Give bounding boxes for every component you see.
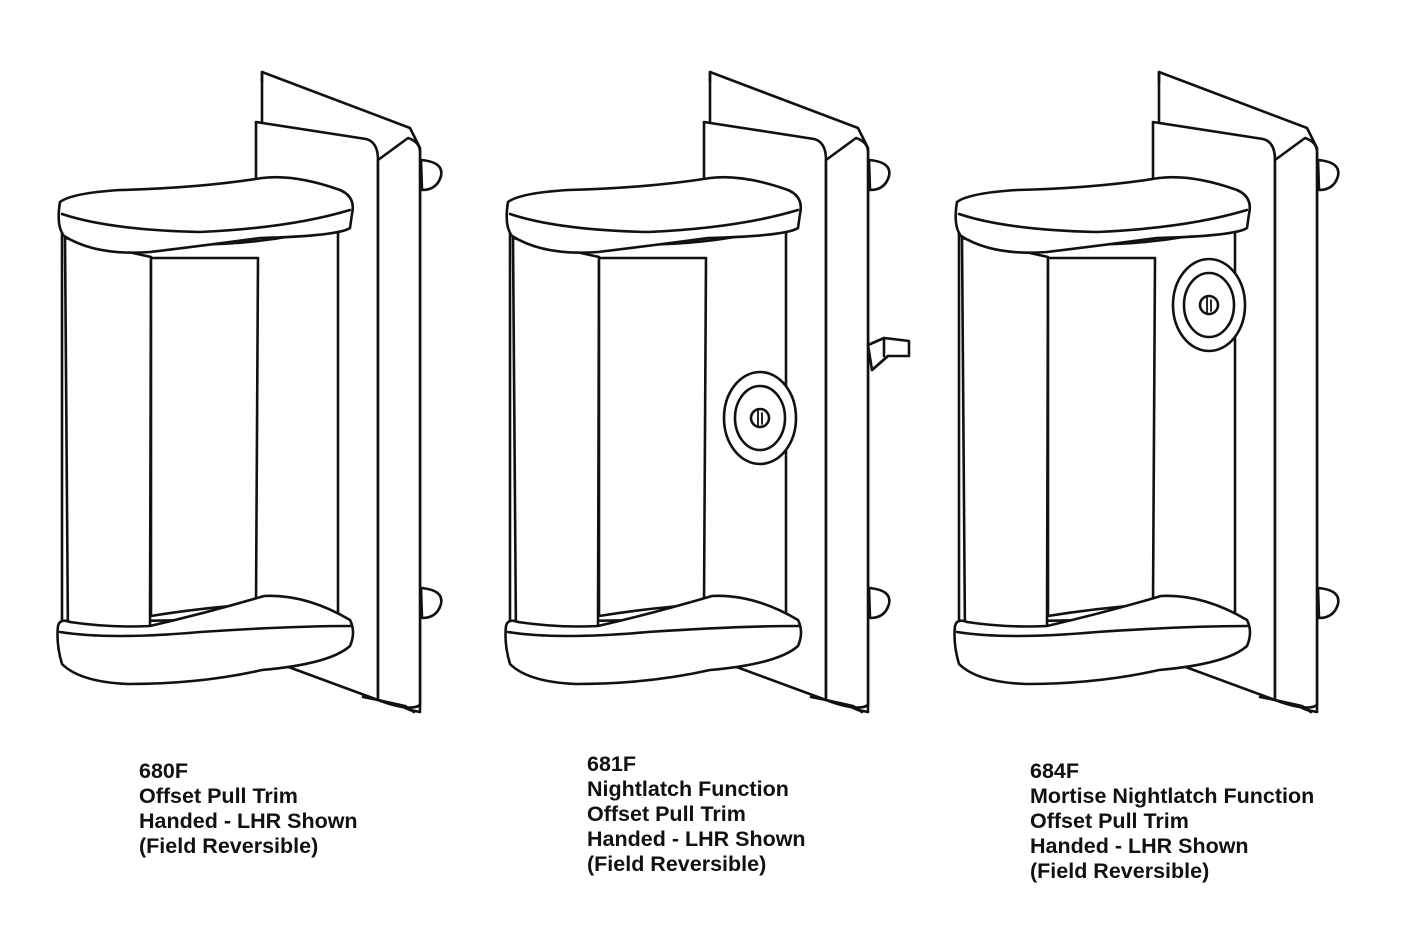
caption-line: Nightlatch Function	[587, 777, 789, 801]
trim-684f	[953, 70, 1340, 714]
caption-line: 680F	[139, 759, 189, 783]
lock-cylinder-upper	[1171, 257, 1247, 353]
caption-line: 684F	[1030, 759, 1080, 783]
latch-tab	[866, 336, 911, 372]
caption-line: Offset Pull Trim	[587, 802, 746, 826]
caption-line: (Field Reversible)	[587, 852, 767, 876]
caption-line: Offset Pull Trim	[139, 784, 298, 808]
caption-684f: 684F Mortise Nightlatch Function Offset …	[1030, 759, 1314, 884]
caption-680f: 680F Offset Pull Trim Handed - LHR Shown…	[139, 759, 358, 859]
caption-line: Handed - LHR Shown	[139, 809, 358, 833]
caption-681f: 681F Nightlatch Function Offset Pull Tri…	[587, 752, 806, 877]
caption-line: Offset Pull Trim	[1030, 809, 1189, 833]
caption-line: Handed - LHR Shown	[587, 827, 806, 851]
trim-681f	[504, 70, 911, 714]
caption-line: (Field Reversible)	[1030, 859, 1210, 883]
caption-line: (Field Reversible)	[139, 834, 319, 858]
caption-line: Handed - LHR Shown	[1030, 834, 1249, 858]
trim-680f	[56, 70, 443, 714]
lock-cylinder-lower	[722, 370, 798, 466]
caption-line: 681F	[587, 752, 637, 776]
caption-line: Mortise Nightlatch Function	[1030, 784, 1315, 808]
